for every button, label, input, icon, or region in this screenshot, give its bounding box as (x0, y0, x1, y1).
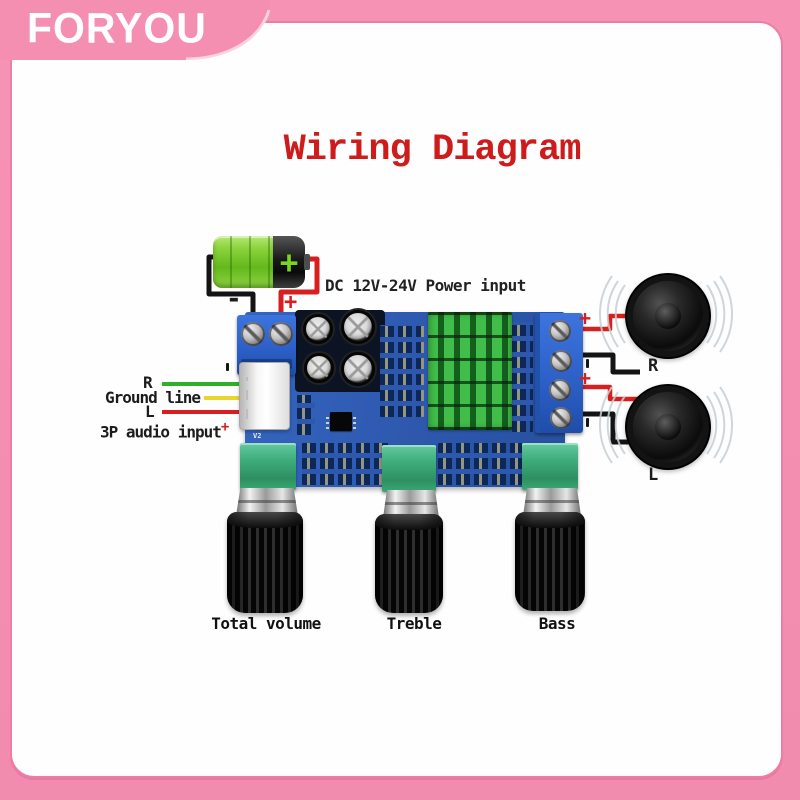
terminal-screw (550, 407, 572, 429)
battery-body (213, 236, 275, 288)
capacitor (341, 310, 375, 344)
connector-pin1-tick (226, 363, 229, 371)
speaker-terminal-block (535, 313, 583, 433)
speaker-l-positive-label: + (579, 366, 592, 390)
potentiometer (240, 443, 296, 490)
terminal-screw (269, 322, 293, 346)
terminal-screw (549, 379, 571, 401)
audio-input-label: 3P audio input+ (100, 419, 230, 442)
battery-terminal-nub (304, 254, 310, 270)
treble-label: Treble (386, 614, 442, 633)
audio-left-label: L (145, 402, 155, 421)
capacitor (341, 352, 375, 386)
speaker-l-negative-wire (570, 411, 640, 445)
smd-components (302, 443, 390, 485)
brand-logo-tab (0, 0, 271, 61)
potentiometer (382, 445, 436, 492)
potentiometer (522, 443, 578, 490)
speaker-l-positive-wire (570, 384, 640, 402)
ic-chip (326, 412, 356, 431)
audio-input-plus-mark: + (220, 419, 230, 435)
terminal-screw (550, 350, 572, 372)
capacitor (303, 314, 333, 344)
total-volume-knob (227, 512, 303, 613)
knob-shaft-nut (236, 488, 298, 516)
ground-line-label: Ground line (105, 388, 201, 407)
smd-components (380, 325, 424, 417)
smd-components (512, 322, 533, 432)
power-terminal-block (237, 315, 296, 375)
board-version: V2 (253, 432, 262, 440)
treble-knob (375, 514, 443, 613)
power-input-label: DC 12V-24V Power input (325, 276, 526, 295)
brand-logo-text: FORYOU (27, 4, 207, 52)
capacitor (304, 353, 334, 383)
speaker-left-icon (625, 384, 711, 470)
speaker-r-negative-wire (570, 352, 640, 375)
amplifier-board: V2 (237, 310, 583, 492)
page-title: Wiring Diagram (283, 129, 582, 171)
total-volume-label: Total volume (211, 614, 321, 633)
power-positive-label: + (284, 290, 298, 315)
audio-right-label: R (143, 373, 153, 392)
terminal-screw (549, 320, 571, 342)
power-negative-wire (206, 254, 256, 322)
heatsink (428, 312, 512, 430)
smd-components (297, 395, 315, 435)
battery-positive-cap: + (273, 236, 305, 288)
smd-components (438, 443, 522, 485)
speaker-right-icon (625, 273, 711, 359)
speaker-l-negative-mark (586, 418, 589, 427)
speaker-r-positive-label: + (579, 306, 592, 330)
battery-icon: + (213, 236, 310, 288)
speaker-left-label: L (648, 465, 659, 485)
bass-label: Bass (538, 614, 576, 633)
power-negative-label: - (226, 284, 242, 314)
audio-input-text: 3P audio input (100, 422, 222, 442)
audio-input-connector (239, 362, 290, 430)
speaker-right-label: R (648, 356, 659, 376)
sound-wave-arcs (598, 275, 734, 464)
speaker-r-negative-mark (586, 359, 589, 368)
battery-plus-icon: + (279, 243, 299, 281)
terminal-screw (241, 322, 265, 346)
power-positive-wire (278, 256, 320, 322)
knob-shaft-nut (383, 490, 439, 518)
bass-knob (515, 512, 585, 611)
